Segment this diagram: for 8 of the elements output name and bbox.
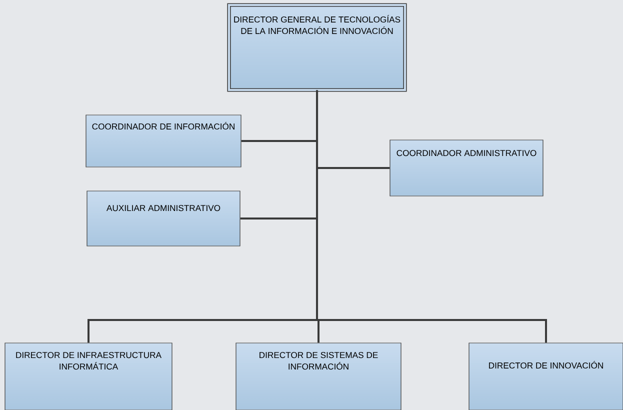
org-box: DIRECTOR GENERAL DE TECNOLOGÍAS DE LA INFORMACIÓN E INNOVACIÓN bbox=[227, 3, 407, 92]
connector-line bbox=[316, 90, 547, 343]
org-box: DIRECTOR DE INNOVACIÓN bbox=[468, 342, 623, 410]
org-box: COORDINADOR ADMINISTRATIVO bbox=[390, 140, 544, 196]
org-box: COORDINADOR DE INFORMACIÓN bbox=[86, 114, 242, 168]
org-box: DIRECTOR DE INFRAESTRUCTURA INFORMÁTICA bbox=[4, 342, 172, 410]
org-box: DIRECTOR DE SISTEMAS DE INFORMACIÓN bbox=[236, 342, 402, 410]
org-box: AUXILIAR ADMINISTRATIVO bbox=[86, 190, 240, 246]
